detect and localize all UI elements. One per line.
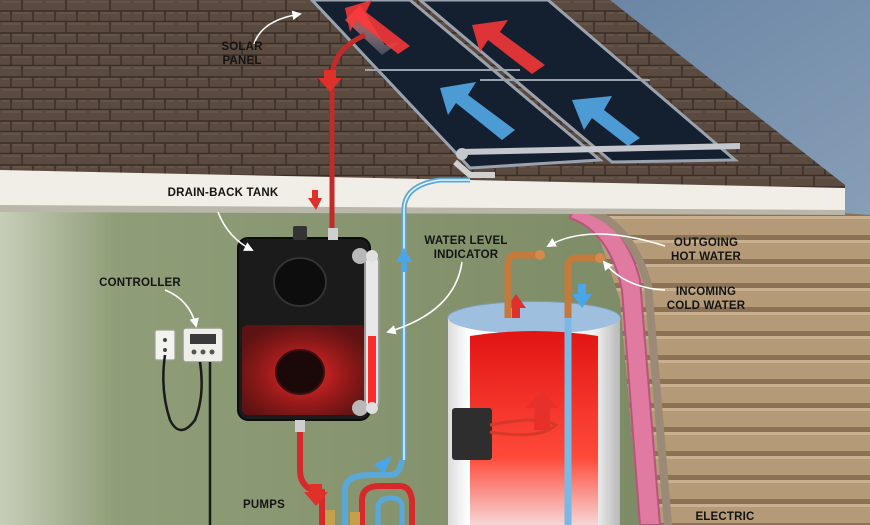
label-pumps: PUMPS: [243, 499, 285, 511]
leader-lines: [164, 10, 666, 335]
panel-flow-arrows: [345, 0, 640, 146]
controller: [154, 327, 224, 525]
label-electric: ELECTRIC: [695, 511, 755, 523]
water-heater: [447, 250, 621, 525]
label-drain-back-tank: DRAIN-BACK TANK: [167, 187, 279, 199]
label-controller: CONTROLLER: [99, 277, 181, 289]
drain-back-tank: [237, 226, 380, 432]
